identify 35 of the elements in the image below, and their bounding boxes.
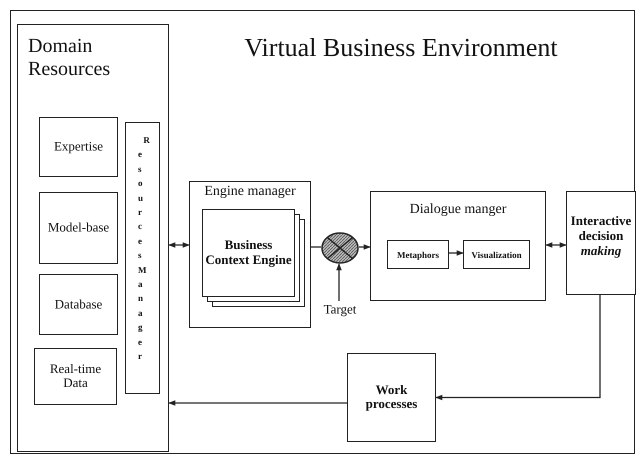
resource-box	[34, 348, 117, 405]
domain-resources-panel	[17, 24, 169, 452]
engine-page	[202, 209, 295, 297]
node-label: Metaphors	[396, 249, 440, 260]
node-label: Interactive decision making	[570, 214, 632, 259]
visualization-box	[463, 240, 530, 269]
arrow	[435, 295, 601, 400]
node-label: Work processes	[364, 382, 418, 412]
node-label: Business Context Engine	[204, 238, 293, 268]
engine-manager-box	[189, 181, 311, 328]
node-label: Domain Resources	[28, 35, 112, 81]
annotation-text: Target	[322, 302, 358, 318]
node-label: Visualization	[470, 249, 523, 260]
dialogue-manager-box	[370, 191, 546, 301]
node-label: Model-base	[46, 220, 110, 236]
resource-box	[39, 117, 118, 177]
node-label: Real-time Data	[48, 362, 102, 392]
arrow	[168, 400, 347, 406]
decision-box	[566, 191, 636, 295]
node-label: Dialogue manger	[408, 202, 508, 218]
node-label: Engine manager	[203, 184, 297, 200]
arrow	[449, 250, 464, 256]
resources-manager-bar	[125, 122, 160, 394]
environment-frame	[10, 10, 635, 454]
arrow	[336, 263, 342, 301]
arrow	[545, 242, 567, 248]
resource-box	[39, 192, 118, 264]
arrow	[168, 242, 190, 248]
work-processes-box	[347, 353, 436, 442]
arrow	[359, 244, 371, 250]
node-label: Expertise	[52, 140, 104, 154]
resource-box	[39, 274, 118, 335]
metaphors-box	[387, 240, 449, 269]
node-label: Database	[54, 297, 104, 312]
node-label: Virtual Business Environment	[243, 33, 559, 63]
